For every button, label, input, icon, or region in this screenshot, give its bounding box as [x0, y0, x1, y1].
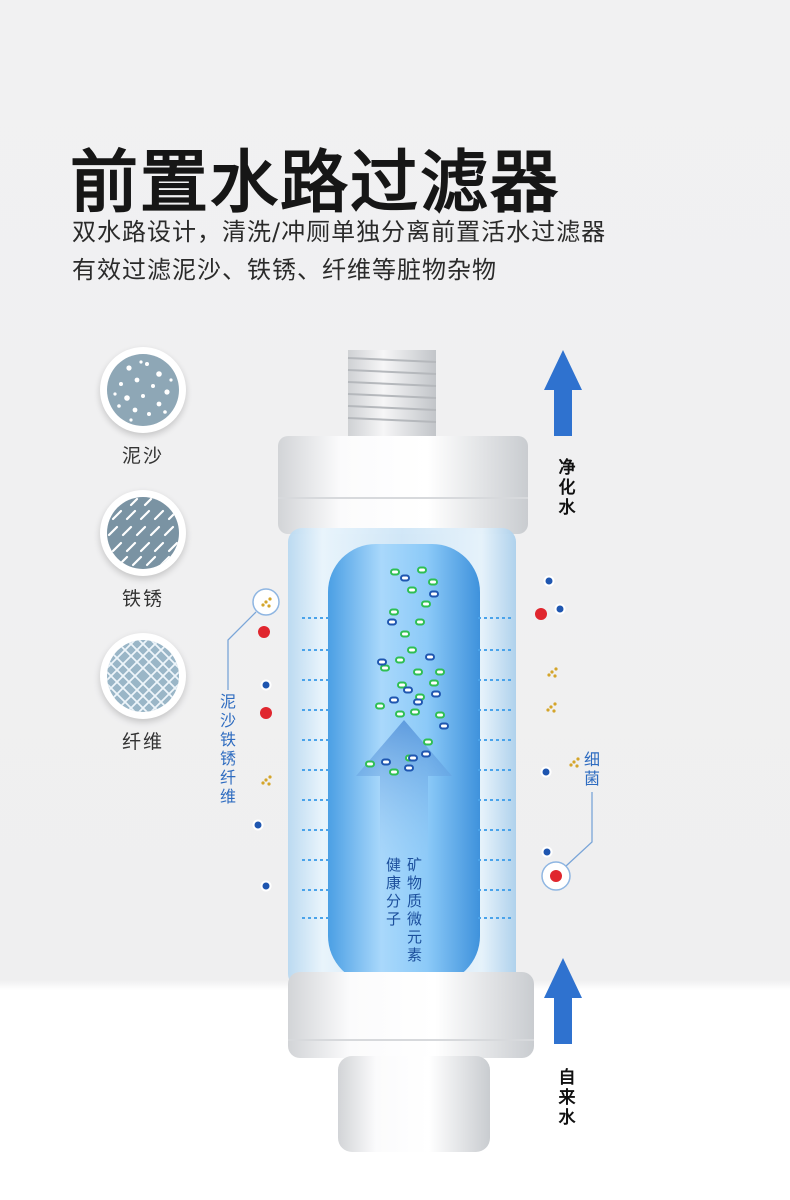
healthy-molecule	[431, 690, 441, 698]
mineral-molecule	[375, 702, 385, 710]
mineral-molecule	[417, 566, 427, 574]
sand-grain	[552, 709, 556, 713]
bacteria-particle	[258, 626, 270, 638]
mineral-molecule	[397, 681, 407, 689]
tap-water-label: 自来水	[558, 1068, 576, 1128]
healthy-molecule	[400, 574, 410, 582]
sand-grain	[553, 702, 557, 706]
bacteria-particle	[260, 707, 272, 719]
healthy-molecules-label: 健康分子	[385, 856, 401, 928]
subtitle-line-1: 双水路设计，清洗/冲厕单独分离前置活水过滤器	[72, 218, 607, 246]
mineral-molecule	[428, 578, 438, 586]
mineral-molecule	[407, 586, 417, 594]
mineral-molecule	[435, 668, 445, 676]
water-flow-ticks	[302, 617, 512, 919]
mineral-molecule	[390, 568, 400, 576]
mineral-elements-label: 矿物质微元素	[406, 856, 422, 964]
outflow-arrow	[544, 350, 582, 436]
rust-badge	[100, 490, 186, 576]
impurity-particle	[254, 821, 262, 829]
bacteria-label: 细菌	[583, 750, 600, 788]
healthy-molecule	[408, 754, 418, 762]
mineral-molecule	[415, 618, 425, 626]
impurity-particles	[252, 575, 580, 892]
sand-grain	[268, 775, 272, 779]
mineral-molecule	[410, 708, 420, 716]
mineral-molecule	[389, 608, 399, 616]
fiber-badge	[100, 633, 186, 719]
healthy-molecule	[377, 658, 387, 666]
sand-grain	[268, 597, 272, 601]
sand-grain	[549, 705, 553, 709]
mineral-molecule	[365, 760, 375, 768]
healthy-molecule	[404, 764, 414, 772]
impurity-callout-line	[227, 611, 257, 690]
sand-particles-icon	[107, 354, 179, 426]
healthy-molecule	[381, 758, 391, 766]
healthy-molecule	[421, 750, 431, 758]
impurity-particle	[556, 605, 564, 613]
sand-grain	[264, 778, 268, 782]
impurity-particle	[543, 848, 551, 856]
sand-grain	[554, 667, 558, 671]
healthy-molecule	[389, 696, 399, 704]
mineral-molecule	[389, 768, 399, 776]
purified-water-label: 净化水	[558, 458, 576, 518]
sand-grain	[550, 670, 554, 674]
sand-grain	[267, 604, 271, 608]
rust-label: 铁锈	[121, 588, 164, 610]
bottom-outlet	[338, 1056, 490, 1152]
page-title: 前置水路过滤器	[70, 143, 561, 223]
sand-grain	[569, 763, 573, 767]
mineral-molecule	[395, 710, 405, 718]
healthy-molecule	[413, 698, 423, 706]
mineral-molecule	[413, 668, 423, 676]
inflow-arrow	[544, 958, 582, 1044]
sand-grain	[547, 673, 551, 677]
mineral-molecule	[380, 664, 390, 672]
healthy-molecule	[429, 590, 439, 598]
mineral-molecule	[429, 679, 439, 687]
mineral-molecule	[400, 630, 410, 638]
sand-label: 泥沙	[121, 445, 164, 467]
fiber-mesh-icon	[107, 640, 179, 712]
filtered-impurities-label: 泥沙铁锈纤维	[219, 692, 236, 806]
rust-flakes-icon	[107, 497, 179, 569]
impurity-particle	[262, 882, 270, 890]
mineral-molecules	[365, 566, 449, 776]
bacteria-particle	[535, 608, 547, 620]
healthy-molecule	[403, 686, 413, 694]
impurity-particle	[262, 681, 270, 689]
mineral-molecule	[421, 600, 431, 608]
sand-grain	[576, 757, 580, 761]
subtitle-line-2: 有效过滤泥沙、铁锈、纤维等脏物杂物	[72, 256, 497, 284]
sand-grain	[264, 600, 268, 604]
healthy-molecule	[439, 722, 449, 730]
sand-grain	[575, 764, 579, 768]
sand-grain	[267, 782, 271, 786]
sand-grain	[572, 760, 576, 764]
healthy-molecule	[387, 618, 397, 626]
sand-grain	[546, 708, 550, 712]
mineral-molecule	[435, 711, 445, 719]
impurity-particle	[542, 768, 550, 776]
mineral-molecule	[395, 656, 405, 664]
sand-grain	[553, 674, 557, 678]
sand-grain	[261, 781, 265, 785]
bacteria-particle	[550, 870, 562, 882]
mineral-molecule	[423, 738, 433, 746]
mineral-molecule	[407, 646, 417, 654]
healthy-molecule	[425, 653, 435, 661]
fiber-label: 纤维	[121, 731, 164, 753]
sand-badge	[100, 347, 186, 433]
impurity-particle	[545, 577, 553, 585]
sand-grain	[261, 603, 265, 607]
bottom-cap	[288, 972, 534, 1058]
top-cap	[278, 436, 528, 534]
bacteria-callout-line	[565, 792, 593, 867]
